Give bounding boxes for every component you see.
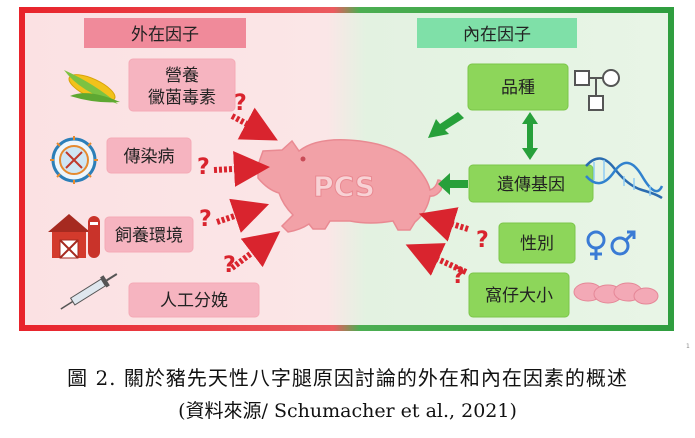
figure-caption: 圖 2. 關於豬先天性八字腿原因討論的外在和內在因素的概述 bbox=[67, 366, 628, 390]
gender-icon bbox=[586, 230, 636, 260]
factor-sex-label: 性別 bbox=[520, 234, 554, 254]
factor-infection-label: 傳染病 bbox=[124, 147, 175, 167]
arrow-genetics-to-pig bbox=[438, 173, 468, 195]
external-header-label: 外在因子 bbox=[131, 25, 199, 45]
qmark-nutrition: ? bbox=[234, 91, 247, 116]
factor-farrowing-label: 人工分娩 bbox=[160, 291, 228, 311]
arrow-breed-genetics-link bbox=[522, 112, 538, 160]
page-number: 1 bbox=[686, 343, 690, 350]
factor-breed: 品種 bbox=[467, 63, 569, 111]
panel-border bbox=[19, 7, 674, 331]
internal-header: 內在因子 bbox=[417, 18, 577, 48]
qmark-farrowing: ? bbox=[223, 253, 236, 278]
qmark-litter: ? bbox=[452, 264, 465, 289]
arrow-housing bbox=[216, 198, 270, 233]
factor-nutrition-label: 營養 bbox=[165, 66, 199, 86]
external-header: 外在因子 bbox=[84, 18, 246, 48]
internal-header-label: 內在因子 bbox=[463, 25, 531, 45]
factor-litter-size: 窩仔大小 bbox=[468, 272, 570, 318]
virus-icon bbox=[50, 136, 98, 184]
factor-litter-label: 窩仔大小 bbox=[485, 286, 553, 306]
factor-housing: 飼養環境 bbox=[104, 216, 194, 253]
arrow-breed-to-pig bbox=[428, 112, 464, 138]
factor-genetics: 遺傳基因 bbox=[468, 164, 594, 203]
factor-genetics-label: 遺傳基因 bbox=[497, 175, 565, 195]
syringe-icon bbox=[60, 273, 118, 310]
arrow-litter bbox=[405, 243, 468, 276]
arrow-sex bbox=[418, 207, 469, 242]
factor-housing-label: 飼養環境 bbox=[115, 226, 183, 246]
pig-icon bbox=[257, 139, 443, 233]
corn-icon bbox=[64, 70, 120, 104]
internal-green-arrows bbox=[428, 112, 538, 195]
dna-icon bbox=[585, 157, 664, 200]
factor-infection: 傳染病 bbox=[106, 137, 192, 174]
barn-icon bbox=[48, 214, 100, 259]
arrow-nutrition bbox=[230, 107, 278, 141]
factor-sex: 性別 bbox=[498, 222, 576, 264]
internal-red-arrows bbox=[405, 207, 469, 276]
arrow-infection bbox=[213, 150, 270, 187]
internal-question-marks: ? ? bbox=[452, 228, 489, 289]
figure-source: (資料來源/ Schumacher et al., 2021) bbox=[178, 400, 517, 422]
factor-nutrition-mycotoxin: 營養 黴菌毒素 bbox=[128, 58, 236, 112]
piglets-icon bbox=[573, 282, 659, 305]
qmark-housing: ? bbox=[199, 207, 212, 232]
factor-breed-label: 品種 bbox=[501, 78, 535, 98]
pcs-label: PCS bbox=[313, 170, 375, 203]
pedigree-icon bbox=[574, 69, 620, 111]
external-question-marks: ? ? ? ? bbox=[197, 91, 247, 278]
external-arrows bbox=[213, 107, 281, 271]
factor-induced-farrowing: 人工分娩 bbox=[128, 282, 260, 318]
qmark-sex: ? bbox=[476, 228, 489, 253]
factor-mycotoxin-label: 黴菌毒素 bbox=[148, 88, 216, 108]
qmark-infection: ? bbox=[197, 155, 210, 180]
arrow-farrowing bbox=[230, 231, 281, 271]
